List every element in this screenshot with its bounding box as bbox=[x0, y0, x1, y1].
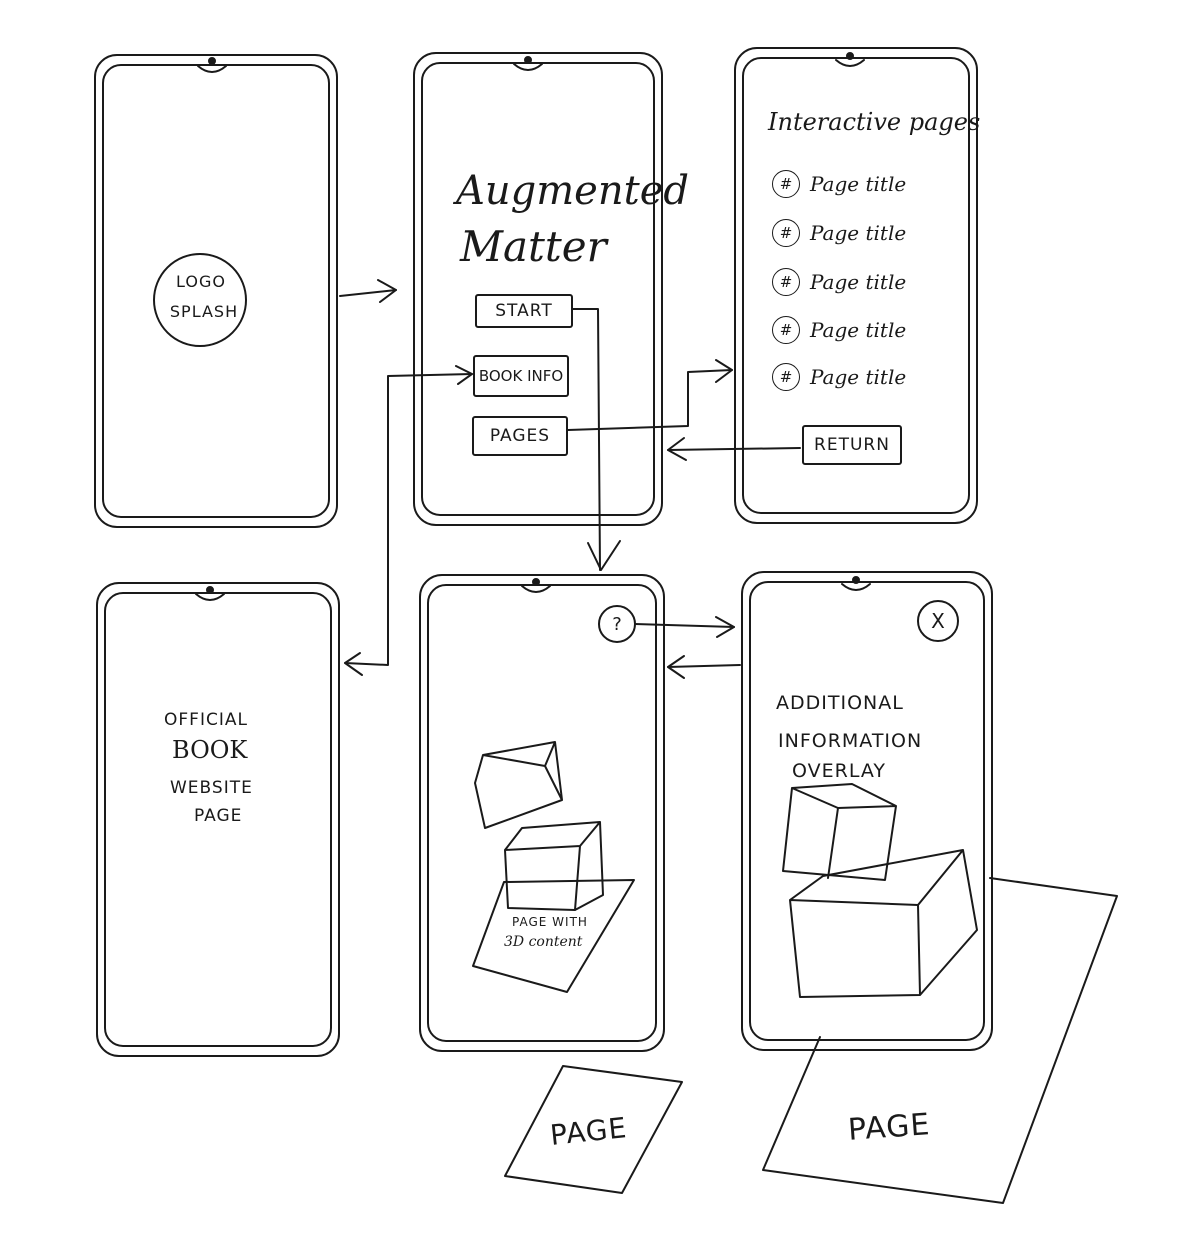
ar-page-label-2: 3D content bbox=[504, 934, 583, 950]
arrow-overlay-to-ar bbox=[667, 655, 741, 679]
ar-page-label-1: PAGE WITH bbox=[512, 915, 588, 929]
website-label-3: WEBSITE bbox=[170, 778, 253, 798]
arrow-return-to-home bbox=[667, 437, 801, 461]
hash-icon: # bbox=[772, 268, 800, 296]
return-button[interactable]: RETURN bbox=[802, 425, 902, 465]
ar-page-sheet-icon bbox=[472, 879, 635, 993]
pages-button[interactable]: PAGES bbox=[472, 416, 568, 456]
page-title-label: Page title bbox=[810, 365, 907, 389]
phone-splash bbox=[94, 54, 338, 528]
phone-website bbox=[96, 582, 340, 1057]
website-label-4: PAGE bbox=[194, 806, 243, 826]
hash-icon: # bbox=[772, 316, 800, 344]
ar-cube-top-icon bbox=[474, 741, 563, 829]
arrow-bookinfo-to-website bbox=[344, 365, 473, 676]
list-item[interactable]: # Page title bbox=[772, 219, 906, 247]
overlay-cube-large-icon bbox=[789, 849, 978, 998]
book-info-button[interactable]: BOOK INFO bbox=[473, 355, 569, 397]
overlay-cube-small-icon bbox=[782, 783, 897, 881]
list-item[interactable]: # Page title bbox=[772, 363, 906, 391]
app-title-line1: Augmented bbox=[456, 168, 689, 214]
list-item[interactable]: # Page title bbox=[772, 268, 906, 296]
overlay-label-1: ADDITIONAL bbox=[776, 692, 904, 714]
hash-icon: # bbox=[772, 219, 800, 247]
arrow-pages-to-list bbox=[567, 359, 733, 431]
arrow-help-to-overlay bbox=[633, 616, 735, 638]
arrow-start-to-ar bbox=[571, 308, 621, 571]
page-title-label: Page title bbox=[810, 221, 907, 245]
page-title-label: Page title bbox=[810, 172, 907, 196]
website-label-2: BOOK bbox=[172, 736, 248, 764]
overlay-label-3: OVERLAY bbox=[792, 760, 886, 782]
logo-splash-label-1: LOGO bbox=[176, 272, 226, 291]
logo-splash-circle bbox=[153, 253, 247, 347]
overlay-label-2: INFORMATION bbox=[778, 730, 923, 752]
physical-page-large-label: PAGE bbox=[846, 1107, 932, 1148]
phone-overlay-view bbox=[741, 571, 993, 1051]
physical-page-large bbox=[762, 877, 1118, 1204]
hash-icon: # bbox=[772, 170, 800, 198]
phone-pages-list bbox=[734, 47, 978, 524]
physical-page-small bbox=[504, 1065, 683, 1194]
phone-ar-view bbox=[419, 574, 665, 1052]
list-item[interactable]: # Page title bbox=[772, 170, 906, 198]
arrow-splash-to-home bbox=[339, 279, 397, 303]
ar-cube-bottom-icon bbox=[504, 821, 604, 911]
start-button[interactable]: START bbox=[475, 294, 573, 328]
page-title-label: Page title bbox=[810, 318, 907, 342]
phone-home-menu bbox=[413, 52, 663, 526]
pages-list-title: Interactive pages bbox=[768, 108, 981, 136]
logo-splash-label-2: SPLASH bbox=[169, 302, 239, 321]
help-button[interactable]: ? bbox=[598, 605, 636, 643]
page-title-label: Page title bbox=[810, 270, 907, 294]
hash-icon: # bbox=[772, 363, 800, 391]
app-title-line2: Matter bbox=[460, 222, 607, 271]
close-button[interactable]: X bbox=[917, 600, 959, 642]
website-label-1: OFFICIAL bbox=[164, 710, 248, 730]
list-item[interactable]: # Page title bbox=[772, 316, 906, 344]
